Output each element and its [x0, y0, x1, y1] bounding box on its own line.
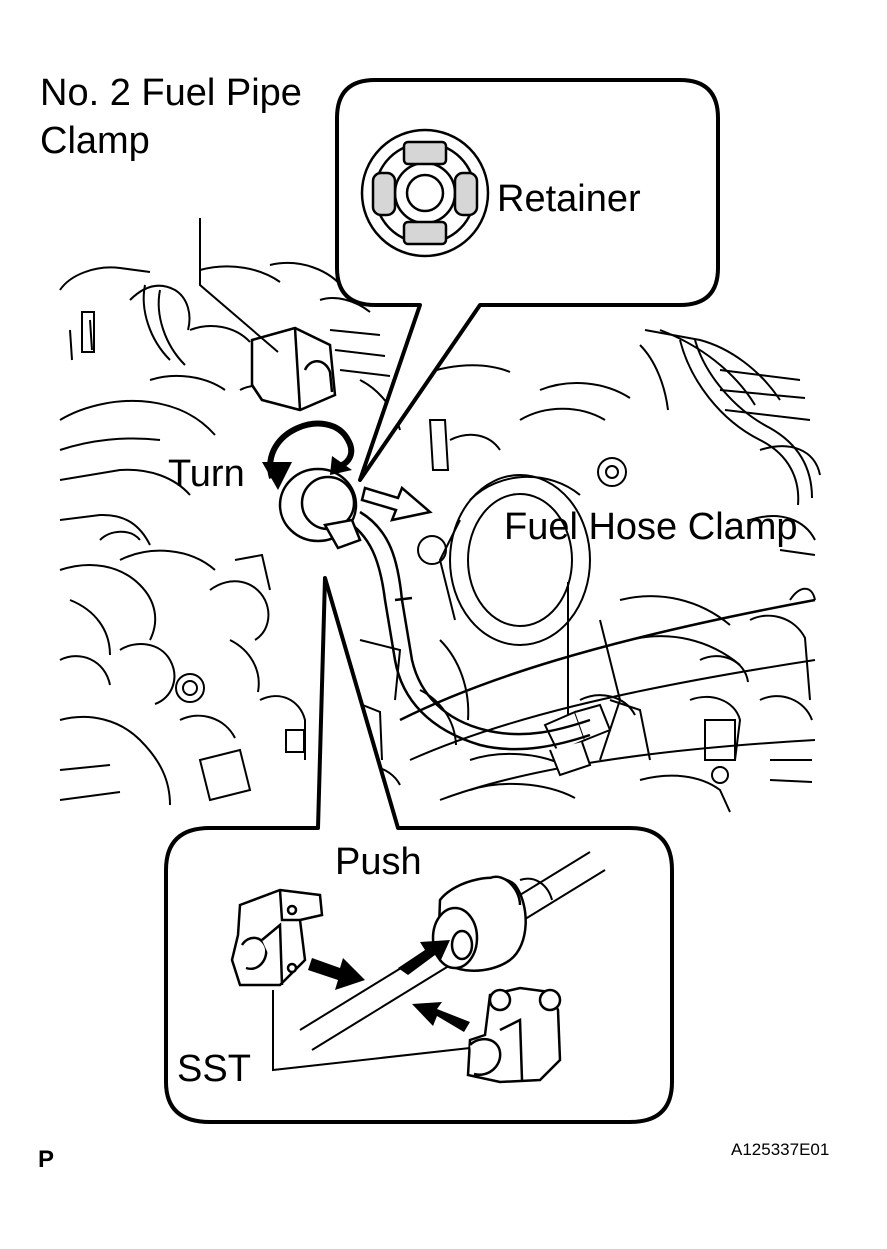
leader-line-pipe-clamp — [199, 218, 279, 353]
fuel-pipe — [344, 510, 591, 751]
label-retainer: Retainer — [497, 178, 641, 220]
label-turn: Turn — [168, 453, 245, 495]
retainer-callout — [335, 78, 720, 482]
figure-id: A125337E01 — [731, 1140, 830, 1159]
label-pipe-clamp-line2: Clamp — [40, 120, 150, 162]
detail-connector — [431, 875, 527, 972]
label-pipe-clamp-line1: No. 2 Fuel Pipe — [40, 72, 302, 114]
retainer-ring — [360, 128, 490, 258]
label-fuel-hose-clamp: Fuel Hose Clamp — [504, 506, 798, 548]
corner-mark: P — [38, 1146, 55, 1173]
pipe-connector — [278, 467, 362, 550]
hollow-arrow-icon — [360, 485, 433, 522]
push-arrow-icon — [308, 940, 470, 1032]
curved-turn-arrow-icon — [262, 420, 355, 490]
leader-line-sst — [272, 990, 471, 1072]
sst-left-half — [230, 888, 324, 987]
label-sst: SST — [177, 1048, 251, 1090]
push-callout — [164, 576, 674, 1124]
label-push: Push — [335, 841, 422, 883]
sst-right-half — [466, 986, 562, 1084]
